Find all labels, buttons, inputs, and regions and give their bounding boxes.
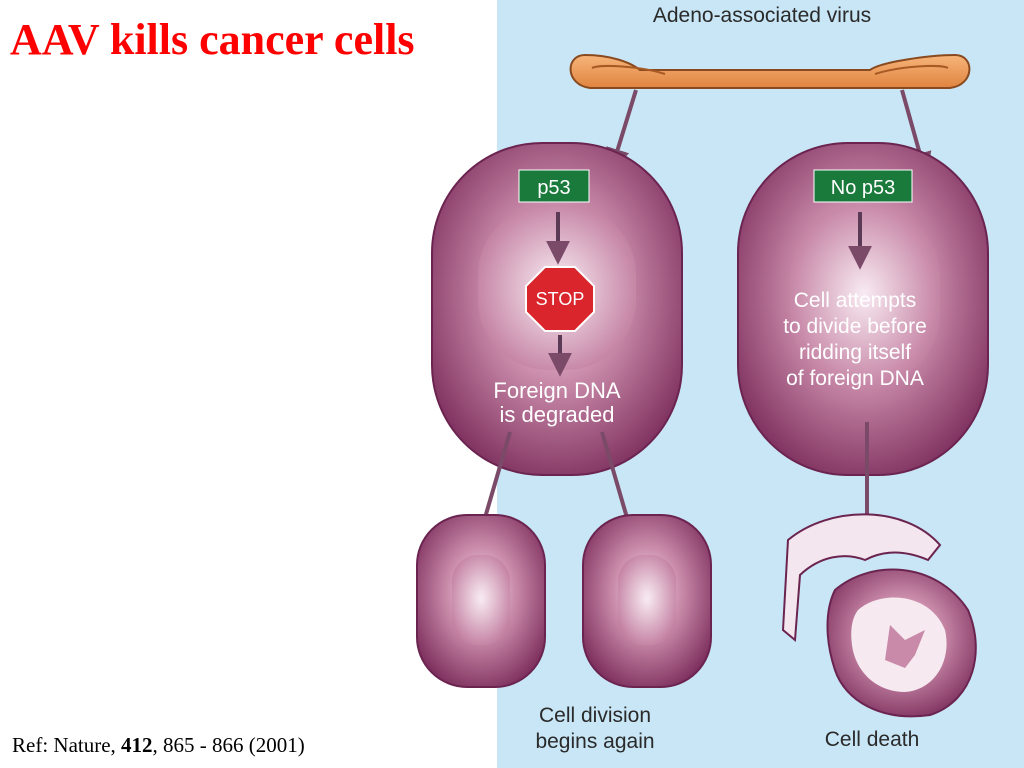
no-p53-badge-label: No p53 <box>831 177 896 199</box>
right-cell-text-line2: to divide before <box>783 315 927 338</box>
stop-sign-label: STOP <box>536 289 585 309</box>
virus-label: Adeno-associated virus <box>653 4 871 27</box>
p53-badge <box>518 169 590 203</box>
reference-volume: 412 <box>121 733 153 757</box>
daughter-cell-1 <box>416 514 546 688</box>
no-p53-badge <box>813 169 913 203</box>
left-cell-text-line2: is degraded <box>500 402 615 427</box>
virus-shape <box>569 53 971 89</box>
right-cell: No p53 Cell attempts to divide before ri… <box>737 142 989 476</box>
reference-prefix: Ref: Nature, <box>12 733 122 757</box>
reference-pages-year: , 865 - 866 (2001) <box>152 733 305 757</box>
outcome-right: Cell death <box>825 728 920 751</box>
p53-badge-label: p53 <box>537 177 570 199</box>
left-cell-text-line1: Foreign DNA <box>493 378 620 403</box>
daughter-cell-2 <box>582 514 712 688</box>
right-cell-text-line1: Cell attempts <box>794 289 917 312</box>
right-cell-text-line4: of foreign DNA <box>786 367 924 390</box>
dying-cell <box>781 513 977 718</box>
right-cell-text-line3: ridding itself <box>799 341 911 364</box>
slide-title: AAV kills cancer cells <box>10 15 415 64</box>
reference-citation: Ref: Nature, 412, 865 - 866 (2001) <box>12 733 305 758</box>
outcome-left-line2: begins again <box>535 730 654 753</box>
left-cell: p53 STOP Foreign DNA is degraded <box>431 142 683 476</box>
outcome-left-line1: Cell division <box>539 704 651 727</box>
stop-sign-icon <box>525 266 595 332</box>
